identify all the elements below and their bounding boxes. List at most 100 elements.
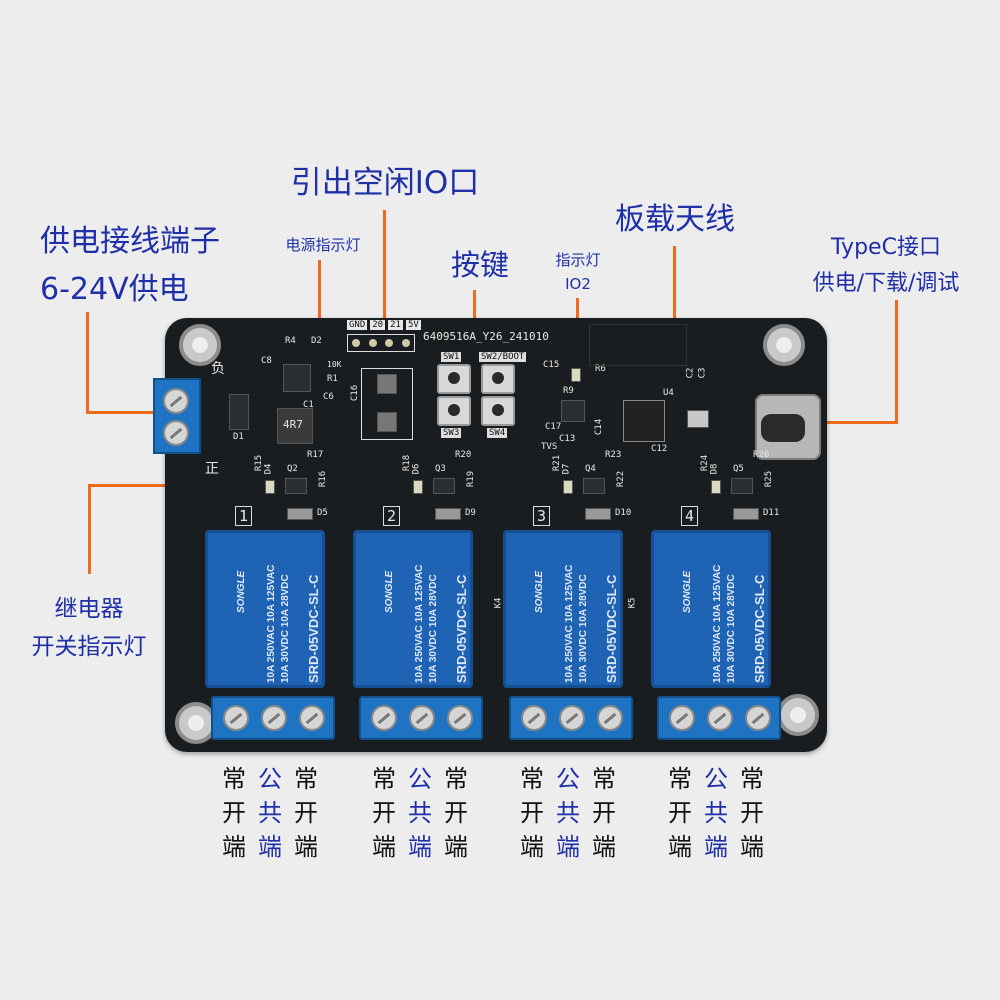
leader-power-terminal-v <box>86 312 89 414</box>
terminal-caption-char: 开 <box>294 799 318 827</box>
screw-no[interactable] <box>447 705 473 731</box>
leader-typec-h <box>826 421 898 424</box>
relay-brand: SONGLE <box>236 570 247 613</box>
k5-label: K5 <box>627 597 638 609</box>
button-sw3[interactable] <box>437 396 471 426</box>
terminal-caption-char: 共 <box>704 799 728 827</box>
terminal-caption-char: 端 <box>520 833 544 861</box>
channel-flyback-diode <box>435 508 461 520</box>
led-io2 <box>571 368 581 382</box>
screw-com[interactable] <box>559 705 585 731</box>
header-pin-labels: GND 20 21 5V <box>347 320 421 330</box>
terminal-caption-char: 开 <box>222 799 246 827</box>
mount-hole-bottom-right <box>777 694 819 736</box>
relay-rating-1: 10A 250VAC 10A 125VAC <box>712 564 723 683</box>
terminal-caption-grid: 常公常开共开端端端 <box>662 764 770 862</box>
channel-q: Q4 <box>585 464 596 474</box>
channel-d-fly: D11 <box>763 508 780 518</box>
terminal-caption-grid: 常公常开共开端端端 <box>366 764 474 862</box>
terminal-caption-char: 常 <box>668 765 692 793</box>
terminal-caption-char: 端 <box>740 833 764 861</box>
screw-no[interactable] <box>745 705 771 731</box>
screw-com[interactable] <box>409 705 435 731</box>
c8-label: C8 <box>261 356 272 366</box>
screw-no[interactable] <box>299 705 325 731</box>
screw-com[interactable] <box>707 705 733 731</box>
channel-r-b: R20 <box>455 450 472 460</box>
screw-nc[interactable] <box>669 705 695 731</box>
terminal-caption-char: 端 <box>372 833 396 861</box>
neg-label: 负 <box>211 361 225 377</box>
terminal-caption-char: 开 <box>592 799 616 827</box>
terminal-caption-char: 常 <box>592 765 616 793</box>
power-led-callout: 电源指示灯 <box>285 236 361 254</box>
relay-board: GND 20 21 5V 6409516A_Y26_241010 负 正 D1 … <box>153 318 827 752</box>
button-sw4[interactable] <box>481 396 515 426</box>
relay-module: SRD-05VDC-SL-C 10A 250VAC 10A 125VAC 10A… <box>503 530 623 688</box>
screw-com[interactable] <box>261 705 287 731</box>
pin-21-label: 21 <box>388 320 403 330</box>
channel-transistor <box>583 478 605 494</box>
terminal-caption-char: 常 <box>294 765 318 793</box>
channel-flyback-diode <box>733 508 759 520</box>
k10-label: 10K <box>327 360 342 369</box>
channel-d-fly: D5 <box>317 508 328 518</box>
leader-spare-io <box>383 210 386 326</box>
channel-r-b: R26 <box>753 450 770 460</box>
terminal-caption-char: 端 <box>222 833 246 861</box>
button-sw1[interactable] <box>437 364 471 394</box>
power-screw-neg <box>163 388 189 414</box>
c12-label: C12 <box>651 444 668 454</box>
sw1-label: SW1 <box>441 352 462 362</box>
c1-label: C1 <box>303 400 314 410</box>
channel-led <box>413 480 423 494</box>
terminal-caption-char: 公 <box>258 765 282 793</box>
buttons-callout: 按键 <box>450 248 509 282</box>
channel-r-c: R22 <box>616 470 627 488</box>
terminal-caption-char: 共 <box>258 799 282 827</box>
channel-r-c: R16 <box>318 470 329 488</box>
inductor <box>277 408 313 444</box>
relay-model: SRD-05VDC-SL-C <box>752 574 767 683</box>
relay-led-callout-line1: 继电器 <box>54 596 124 622</box>
typec-port[interactable] <box>755 394 821 460</box>
relay-model: SRD-05VDC-SL-C <box>454 574 469 683</box>
leader-relay-led-v <box>88 484 91 574</box>
mcu-chip <box>623 400 665 442</box>
channel-r-b: R23 <box>605 450 622 460</box>
screw-nc[interactable] <box>521 705 547 731</box>
diode-d1 <box>229 394 249 430</box>
channel-q: Q5 <box>733 464 744 474</box>
screw-nc[interactable] <box>223 705 249 731</box>
screw-no[interactable] <box>597 705 623 731</box>
terminal-caption-char: 公 <box>408 765 432 793</box>
indicator-callout: 指示灯 IO2 <box>540 248 616 296</box>
terminal-caption-char: 端 <box>668 833 692 861</box>
leader-power-terminal-h <box>86 411 156 414</box>
c16-label: C16 <box>350 384 361 402</box>
button-sw2-boot[interactable] <box>481 364 515 394</box>
power-screw-pos <box>163 420 189 446</box>
channel-r-c: R19 <box>466 470 477 488</box>
channel-led <box>265 480 275 494</box>
d2-label: D2 <box>311 336 322 346</box>
relay-module: SRD-05VDC-SL-C 10A 250VAC 10A 125VAC 10A… <box>651 530 771 688</box>
terminal-caption-char: 端 <box>592 833 616 861</box>
relay-brand: SONGLE <box>384 570 395 613</box>
channel-r-b: R17 <box>307 450 324 460</box>
terminal-caption-char: 端 <box>408 833 432 861</box>
terminal-caption-char: 公 <box>556 765 580 793</box>
channel-transistor <box>433 478 455 494</box>
spare-io-callout: 引出空闲IO口 <box>290 165 480 201</box>
typec-callout-line1: TypeC接口 <box>831 235 941 260</box>
relay-rating-1: 10A 250VAC 10A 125VAC <box>414 564 425 683</box>
channel-d-led: D6 <box>411 463 422 475</box>
terminal-caption-char: 端 <box>258 833 282 861</box>
inductor-label: 4R7 <box>283 418 303 431</box>
leader-power-led <box>318 260 321 336</box>
terminal-caption-char: 常 <box>222 765 246 793</box>
typec-callout: TypeC接口 供电/下载/调试 <box>788 230 984 302</box>
terminal-caption-char: 开 <box>520 799 544 827</box>
indicator-callout-line2: IO2 <box>565 275 591 293</box>
screw-nc[interactable] <box>371 705 397 731</box>
